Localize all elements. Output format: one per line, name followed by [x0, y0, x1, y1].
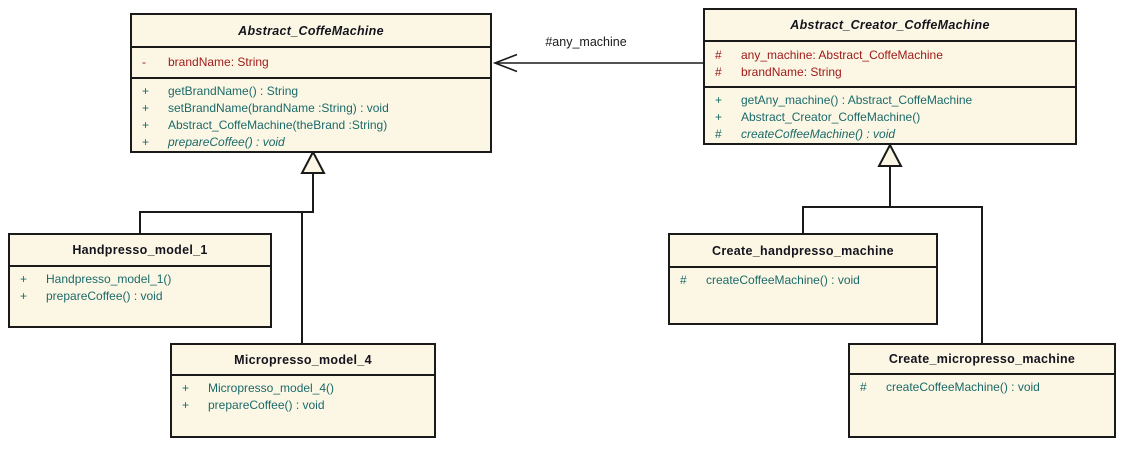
visibility-marker: - — [142, 55, 146, 69]
class-create-handpresso-machine[interactable]: Create_handpresso_machine # createCoffeeM… — [668, 233, 938, 325]
member-text: Handpresso_model_1() — [46, 272, 172, 286]
visibility-marker: + — [142, 118, 150, 132]
visibility-marker: + — [20, 272, 28, 286]
class-abstract-coffemachine[interactable]: Abstract_CoffeMachine - brandName: String… — [130, 13, 492, 153]
class-member: - brandName: String — [142, 54, 486, 71]
member-text: Abstract_Creator_CoffeMachine() — [741, 110, 921, 124]
member-text: createCoffeeMachine() : void — [741, 127, 896, 141]
visibility-marker: # — [680, 273, 687, 287]
member-text: createCoffeeMachine() : void — [886, 380, 1040, 394]
visibility-marker: + — [715, 93, 723, 107]
member-text: brandName: String — [168, 55, 269, 69]
member-text: prepareCoffee() : void — [46, 289, 163, 303]
methods-compartment: + Micropresso_model_4() + prepareCoffee() :… — [172, 376, 434, 436]
visibility-marker: + — [715, 110, 723, 124]
member-text: brandName: String — [741, 65, 842, 80]
class-member: + Abstract_Creator_CoffeMachine() — [715, 109, 1071, 126]
member-text: getBrandName() : String — [168, 84, 299, 98]
member-text: prepareCoffee() : void — [208, 398, 325, 412]
attributes-compartment: # any_machine: Abstract_CoffeMachine # bran… — [705, 42, 1075, 88]
attributes-compartment: - brandName: String — [132, 48, 490, 79]
class-member: # createCoffeeMachine() : void — [860, 379, 1110, 396]
visibility-marker: # — [860, 380, 867, 394]
member-text: prepareCoffee() : void — [168, 135, 285, 149]
class-member: + Micropresso_model_4() — [182, 380, 430, 397]
class-handpresso-model-1[interactable]: Handpresso_model_1 + Handpresso_model_1()… — [8, 233, 272, 328]
class-member: + setBrandName(brandName :String) : void — [142, 100, 486, 117]
class-member: + getBrandName() : String — [142, 83, 486, 100]
visibility-marker: # — [715, 48, 722, 63]
class-title: Handpresso_model_1 — [10, 235, 270, 267]
class-title: Create_handpresso_machine — [670, 235, 936, 268]
open-arrowhead-icon — [492, 53, 518, 73]
class-title: Create_micropresso_machine — [850, 345, 1114, 375]
methods-compartment: + getAny_machine() : Abstract_CoffeMachin… — [705, 88, 1075, 143]
class-micropresso-model-4[interactable]: Micropresso_model_4 + Micropresso_model_4… — [170, 343, 436, 438]
member-text: setBrandName(brandName :String) : void — [168, 101, 389, 115]
association-any-machine-edge[interactable] — [492, 53, 703, 73]
visibility-marker: # — [715, 65, 722, 80]
methods-compartment: + getBrandName() : String + setBrandName(br… — [132, 79, 490, 151]
visibility-marker: + — [20, 289, 28, 303]
class-member: # any_machine: Abstract_CoffeMachine — [715, 47, 1071, 64]
class-abstract-creator-coffemachine[interactable]: Abstract_Creator_CoffeMachine # any_machi… — [703, 8, 1077, 145]
class-title: Abstract_CoffeMachine — [132, 15, 490, 48]
methods-compartment: + Handpresso_model_1() + prepareCoffee() : … — [10, 267, 270, 326]
class-member: # createCoffeeMachine() : void — [680, 272, 932, 289]
methods-compartment: # createCoffeeMachine() : void — [670, 268, 936, 323]
class-member: # createCoffeeMachine() : void — [715, 126, 1071, 143]
class-member: + getAny_machine() : Abstract_CoffeMachin… — [715, 92, 1071, 109]
visibility-marker: + — [142, 135, 150, 149]
generalization-right-edge[interactable] — [802, 142, 983, 344]
class-member: + prepareCoffee() : void — [20, 288, 266, 305]
member-text: any_machine: Abstract_CoffeMachine — [741, 48, 943, 63]
class-member: + prepareCoffee() : void — [142, 134, 486, 151]
visibility-marker: + — [182, 381, 190, 395]
visibility-marker: + — [142, 84, 150, 98]
member-text: Abstract_CoffeMachine(theBrand :String) — [168, 118, 388, 132]
member-text: Micropresso_model_4() — [208, 381, 335, 395]
class-member: + prepareCoffee() : void — [182, 397, 430, 414]
visibility-marker: + — [182, 398, 190, 412]
class-title: Abstract_Creator_CoffeMachine — [705, 10, 1075, 43]
generalization-left-edge[interactable] — [139, 149, 326, 344]
class-member: + Handpresso_model_1() — [20, 271, 266, 288]
methods-compartment: # createCoffeeMachine() : void — [850, 375, 1114, 436]
inheritance-triangle-icon — [300, 149, 326, 174]
class-title: Micropresso_model_4 — [172, 345, 434, 376]
association-role-label: #any_machine — [545, 35, 627, 49]
class-member: + Abstract_CoffeMachine(theBrand :String) — [142, 117, 486, 134]
member-text: createCoffeeMachine() : void — [706, 273, 860, 287]
visibility-marker: + — [142, 101, 150, 115]
visibility-marker: # — [715, 127, 722, 141]
inheritance-triangle-icon — [877, 142, 903, 167]
class-member: # brandName: String — [715, 64, 1071, 81]
class-create-micropresso-machine[interactable]: Create_micropresso_machine # createCoffee… — [848, 343, 1116, 438]
member-text: getAny_machine() : Abstract_CoffeMachine — [741, 93, 973, 107]
